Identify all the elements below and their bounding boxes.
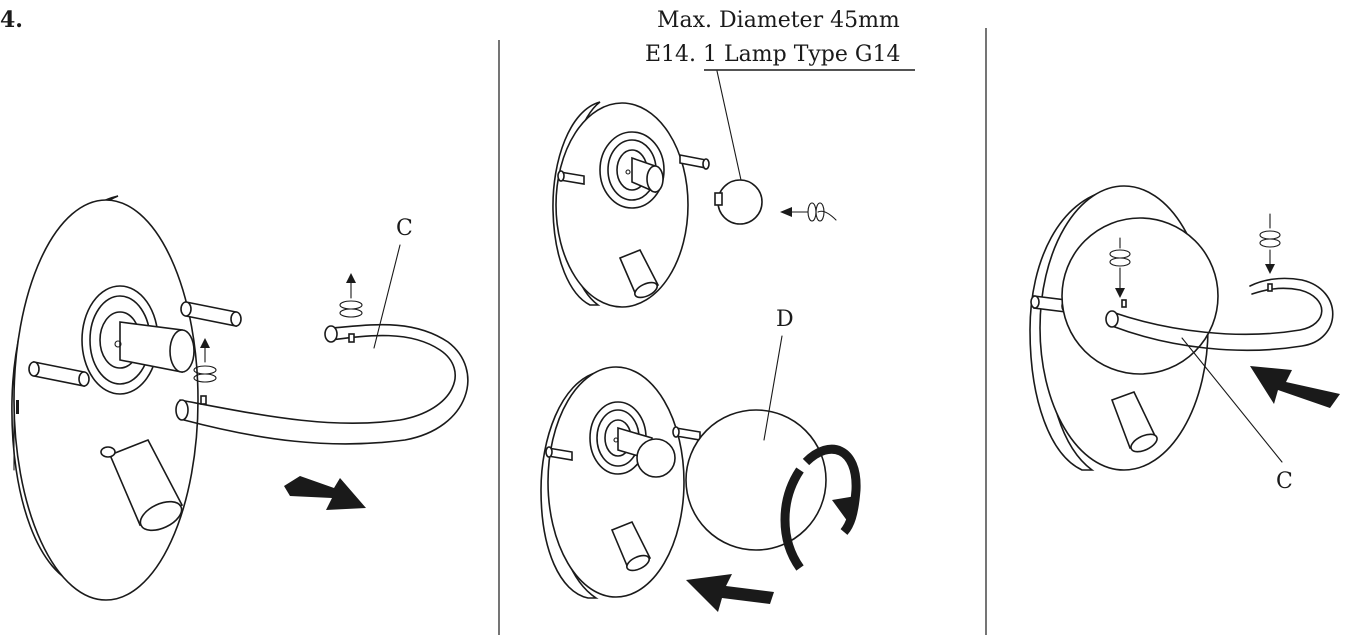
arm-c-right [1105, 277, 1334, 352]
wall-plate-left [11, 195, 199, 601]
panel-center: Max. Diameter 45mm E14. 1 Lamp Type G14 [540, 8, 915, 612]
leader-c-right [1181, 337, 1283, 463]
part-label-c-left: C [396, 216, 413, 241]
screw-up-left-2 [339, 273, 363, 318]
part-label-c-right: C [1276, 469, 1293, 494]
screw-up-left-1 [193, 338, 217, 383]
reading-spot-right [1110, 391, 1158, 453]
glass-shade-d [685, 409, 827, 551]
leader-c-left [373, 244, 401, 349]
bulb-g14 [714, 179, 763, 225]
wall-plate-center-upper [552, 101, 710, 308]
glass-shade-right [1061, 217, 1219, 375]
reading-spot-left [100, 438, 184, 532]
wall-plate-center-lower [540, 366, 701, 599]
spec-line-2: E14. 1 Lamp Type G14 [645, 42, 900, 67]
mount-pin-left-lower [28, 361, 90, 387]
panel-left: C [11, 195, 469, 601]
spec-leader [716, 70, 742, 181]
lamp-socket-left [81, 285, 195, 395]
spec-line-1: Max. Diameter 45mm [657, 8, 900, 33]
direction-arrow-center [686, 574, 774, 612]
rotation-arrow [780, 444, 861, 571]
step-number: 4. [0, 7, 23, 33]
spring-arrow-center [780, 202, 837, 222]
part-label-d: D [776, 307, 794, 332]
direction-arrow-right [1250, 366, 1340, 408]
direction-arrow-left [284, 476, 366, 510]
panel-right: C [1029, 185, 1340, 494]
leader-d [763, 335, 783, 441]
screw-down-right-1 [1109, 237, 1131, 298]
screw-down-right-2 [1259, 213, 1281, 274]
arm-c-left [175, 323, 469, 445]
mount-pin-left-upper [180, 301, 242, 327]
